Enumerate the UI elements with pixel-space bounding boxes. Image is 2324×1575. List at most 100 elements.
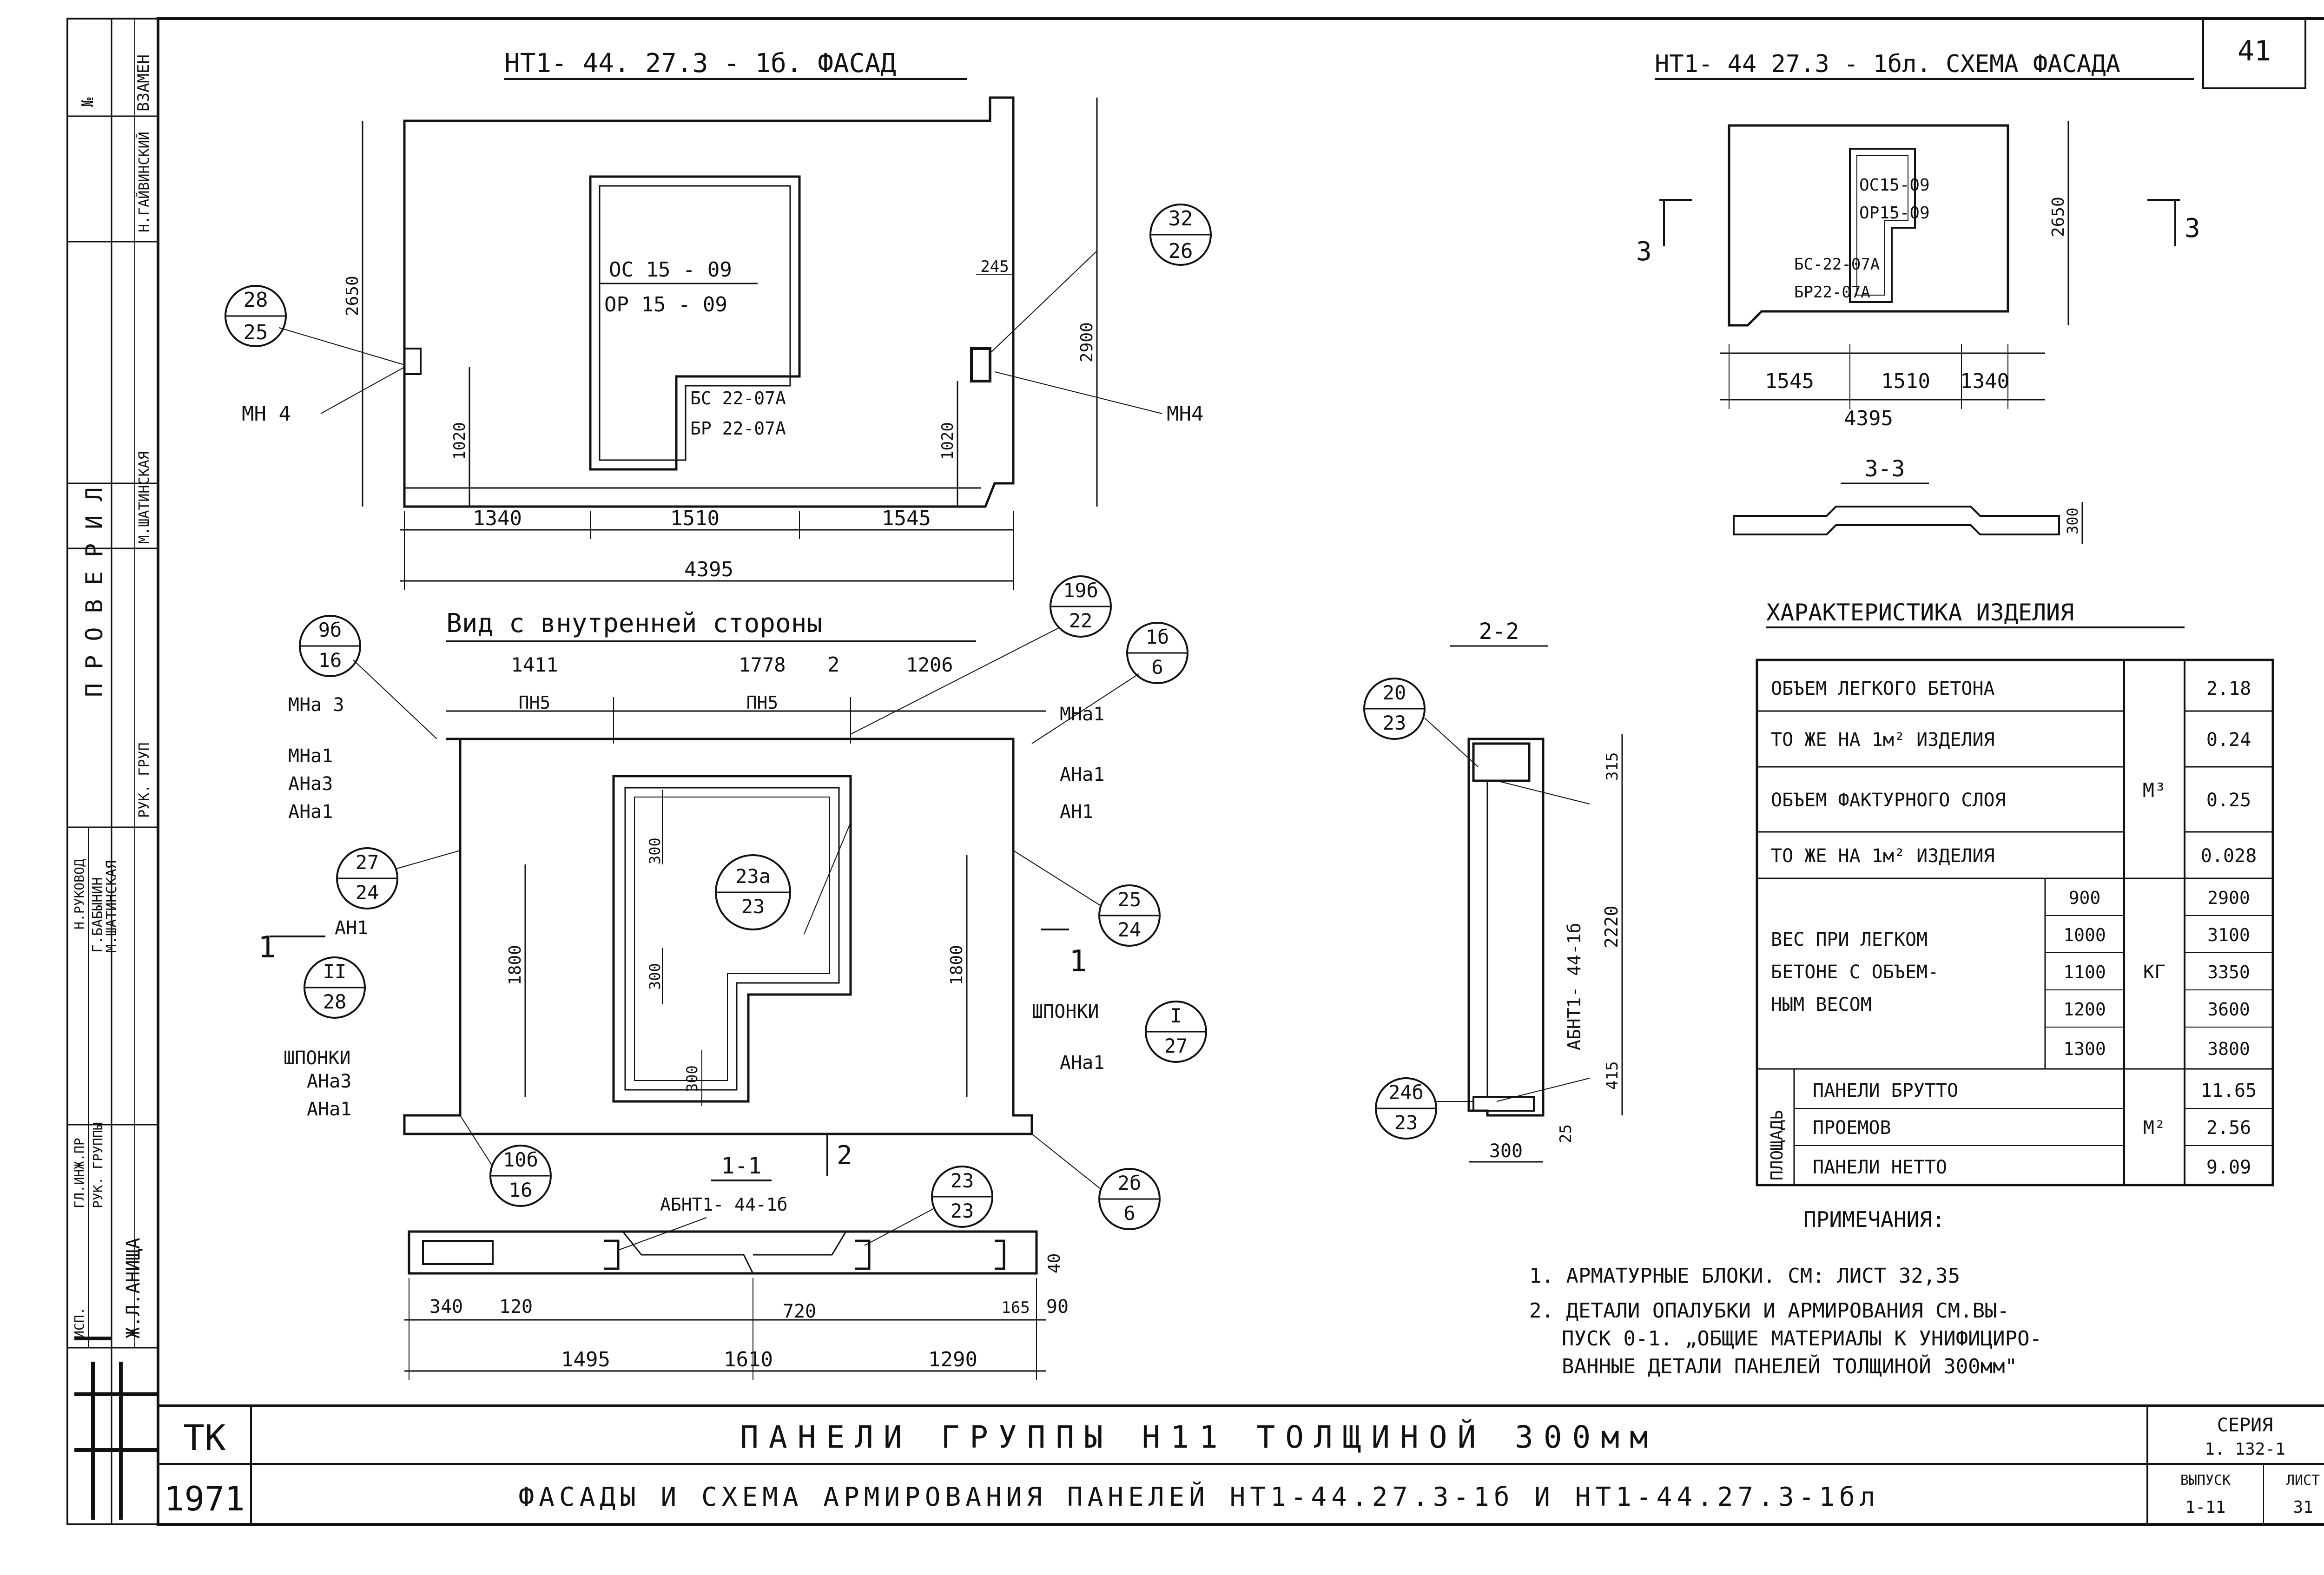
- series-label: СЕРИЯ: [2217, 1415, 2273, 1436]
- inner-dim-300a: 300: [646, 837, 664, 864]
- scheme-door-2: БР22-07А: [1794, 283, 1870, 302]
- callout-23a-top: 23а: [735, 865, 771, 888]
- inner-dim-1800-right: 1800: [947, 945, 966, 985]
- section33-dim: 300: [2064, 507, 2081, 534]
- scheme-height: 2650: [2049, 197, 2068, 237]
- spec-density-2: 1000: [2063, 925, 2106, 945]
- spec-row1-value: 2.18: [2206, 678, 2251, 699]
- callout-10b-top: 10б: [503, 1148, 538, 1171]
- sheet-number: 41: [2238, 35, 2271, 67]
- callout-10b-bottom: 16: [509, 1179, 533, 1201]
- section22-d25: 25: [1557, 1124, 1575, 1143]
- facade-view: [224, 78, 1212, 590]
- title-org: ТК: [183, 1417, 226, 1458]
- inner-pn-right: ПН5: [746, 692, 779, 713]
- callout-9b-top: 9б: [318, 619, 342, 641]
- scheme-dim-c: 1340: [1960, 369, 2009, 393]
- sheet-value: 31: [2293, 1498, 2313, 1517]
- label-ana3: АНа3: [288, 773, 333, 795]
- scheme-title: НТ1- 44 27.3 - 1бл. СХЕМА ФАСАДА: [1655, 50, 2120, 78]
- label-r-ana1: АНа1: [1060, 764, 1104, 785]
- facade-door-lower: БР 22-07А: [690, 418, 786, 439]
- facade-opening-lower: ОР 15 - 09: [604, 293, 727, 316]
- callout-I-bottom: 27: [1164, 1035, 1188, 1057]
- callout-I-top: I: [1170, 1004, 1182, 1027]
- stamp-name5: Ж.Л.АНИЩА: [123, 1238, 144, 1338]
- callout-27-bottom: 24: [356, 881, 379, 904]
- spec-area3-label: ПАНЕЛИ НЕТТО: [1813, 1157, 1947, 1178]
- section22-d415: 415: [1603, 1061, 1622, 1090]
- inner-section-right: 1: [1069, 944, 1087, 979]
- spec-table: [1756, 626, 2274, 1186]
- note-1: 1. АРМАТУРНЫЕ БЛОКИ. СМ: ЛИСТ 32,35: [1529, 1264, 1960, 1288]
- inner-title: Вид с внутренней стороны: [446, 608, 822, 639]
- spec-weight-3: 3350: [2207, 962, 2250, 982]
- inner-dim-300b: 300: [646, 963, 664, 990]
- scheme-facade: [1655, 78, 2194, 409]
- callout-25-bottom: 24: [1118, 918, 1142, 941]
- label-r-shponki: ШПОНКИ: [1032, 1001, 1099, 1022]
- section11-title: 1-1: [721, 1153, 762, 1179]
- label-ana3-b: АНа3: [307, 1071, 351, 1092]
- section11-d1290: 1290: [928, 1348, 977, 1371]
- facade-dim-b: 1510: [670, 507, 720, 530]
- facade-door-upper: БС 22-07А: [690, 388, 786, 409]
- label-mna1: МНа1: [288, 745, 333, 767]
- spec-unit-m2: М²: [2143, 1117, 2166, 1139]
- label-r-mna1: МНа1: [1060, 704, 1104, 725]
- stamp-role3: РУК. ГРУППЫ: [90, 1122, 106, 1208]
- spec-row3-label: ОБЪЕМ ФАКТУРНОГО СЛОЯ: [1771, 790, 2006, 811]
- spec-weight-line3: НЫМ ВЕСОМ: [1771, 994, 1872, 1015]
- sheet-label: ЛИСТ: [2286, 1472, 2320, 1489]
- section11-sec2: 2: [837, 1140, 852, 1171]
- series-value: 1. 132-1: [2205, 1440, 2285, 1459]
- title-line2: ФАСАДЫ И СХЕМА АРМИРОВАНИЯ ПАНЕЛЕЙ НТ1-4…: [519, 1482, 1880, 1512]
- facade-callout-left-top: 28: [244, 288, 268, 312]
- spec-title: ХАРАКТЕРИСТИКА ИЗДЕЛИЯ: [1766, 599, 2074, 626]
- callout-II-top: II: [323, 960, 347, 983]
- stamp-role2: ГЛ.ИНЖ.ПР: [72, 1138, 87, 1208]
- spec-row2-value: 0.24: [2206, 729, 2251, 751]
- scheme-opening-2: ОР15-09: [1859, 204, 1930, 223]
- section-1-1: [404, 1134, 1046, 1380]
- note-2a: 2. ДЕТАЛИ ОПАЛУБКИ И АРМИРОВАНИЯ СМ.ВЫ-: [1529, 1299, 2009, 1323]
- sheet-frame: [66, 17, 2324, 1526]
- section11-mark: АБНТ1- 44-1б: [660, 1194, 788, 1215]
- callout-19b-bottom: 22: [1069, 609, 1093, 632]
- spec-area1-label: ПАНЕЛИ БРУТТО: [1813, 1080, 1958, 1101]
- stamp-name1: Н.ГАЙВИНСКИЙ: [136, 132, 152, 232]
- section-3-3: [1733, 482, 2083, 544]
- facade-dim-height-left: 2650: [343, 276, 362, 316]
- stamp-name3: Г.БАБЫНИН: [90, 877, 106, 953]
- facade-right-tag: МН4: [1167, 402, 1203, 426]
- spec-row4-value: 0.028: [2201, 845, 2257, 867]
- stamp-role1: Н.РУКОВОД: [72, 859, 87, 929]
- label-ana1: АНа1: [288, 801, 333, 823]
- facade-callout-right-bottom: 26: [1169, 239, 1193, 263]
- stamp-checked: П Р О В Е Р И Л: [81, 487, 108, 697]
- callout-II-bottom: 28: [323, 990, 347, 1013]
- scheme-mark-left: 3: [1636, 237, 1652, 267]
- spec-weight-4: 3600: [2207, 999, 2250, 1020]
- label-mna3: МНа 3: [288, 694, 344, 716]
- spec-area2-value: 2.56: [2206, 1117, 2251, 1139]
- spec-area-label: ПЛОЩАДЬ: [1768, 1110, 1787, 1180]
- note-2b: ПУСК 0-1. „ОБЩИЕ МАТЕРИАЛЫ К УНИФИЦИРО-: [1562, 1327, 2042, 1351]
- spec-weight-line1: ВЕС ПРИ ЛЕГКОМ: [1771, 929, 1928, 950]
- callout-9b-bottom: 16: [318, 649, 342, 672]
- spec-unit-kg: КГ: [2143, 962, 2166, 983]
- section33-title: 3-3: [1865, 456, 1905, 482]
- issue-value: 1-11: [2185, 1498, 2226, 1517]
- callout-27-top: 27: [356, 851, 379, 874]
- spec-row3-value: 0.25: [2206, 790, 2251, 811]
- callout-2b-top: 2б: [1118, 1172, 1142, 1194]
- section22-callout2-bottom: 23: [1394, 1111, 1418, 1134]
- scheme-mark-right: 3: [2185, 213, 2200, 244]
- spec-weight-2: 3100: [2207, 925, 2250, 945]
- issue-label: ВЫПУСК: [2180, 1472, 2231, 1489]
- section11-d165: 165: [1001, 1298, 1030, 1317]
- label-r-an1: АН1: [1060, 801, 1093, 823]
- spec-weight-line2: БЕТОНЕ С ОБЪЕМ-: [1771, 962, 1939, 983]
- facade-dim-245: 245: [980, 257, 1009, 276]
